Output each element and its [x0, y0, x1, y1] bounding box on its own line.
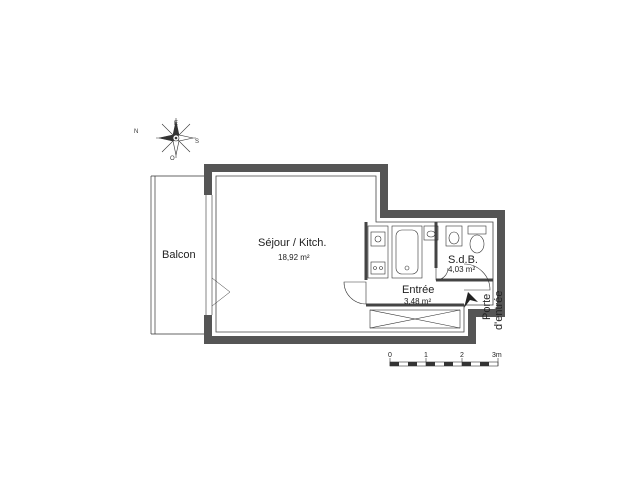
entrance-door [463, 263, 491, 291]
sejour-area: 18,92 m² [278, 253, 310, 262]
compass-west-label: O [170, 156, 175, 162]
entry-arrow-icon [464, 292, 478, 308]
compass-south-label: S [195, 139, 199, 145]
sdb-area: 4,03 m² [448, 265, 475, 274]
balcon-label: Balcon [162, 249, 196, 261]
balcony-area [150, 175, 210, 335]
porte-label: Porte [481, 294, 493, 320]
compass-rose: N E S O [134, 118, 199, 162]
porte-entree-label: d'entrée [493, 291, 505, 330]
entree-label: Entrée [402, 284, 434, 296]
entree-area: 3,48 m² [404, 297, 431, 306]
sejour-label: Séjour / Kitch. [258, 237, 326, 249]
scale-bar [389, 358, 499, 367]
interior-doors [343, 267, 449, 305]
exterior-walls [204, 164, 505, 344]
bathtub [391, 225, 423, 279]
bathroom-fixtures [423, 225, 487, 254]
scale-tick-1: 1 [424, 352, 428, 359]
entry-closet [369, 309, 461, 329]
sdb-label: S.d.B. [448, 254, 478, 266]
interior-walls [364, 222, 493, 307]
scale-tick-3: 3m [492, 352, 502, 359]
scale-tick-0: 0 [388, 352, 392, 359]
compass-star-icon [156, 118, 196, 158]
kitchenette [367, 225, 389, 279]
scale-tick-2: 2 [460, 352, 464, 359]
balcony-window [204, 195, 231, 315]
compass-north-label: N [134, 129, 138, 135]
compass-east-label: E [174, 121, 178, 127]
